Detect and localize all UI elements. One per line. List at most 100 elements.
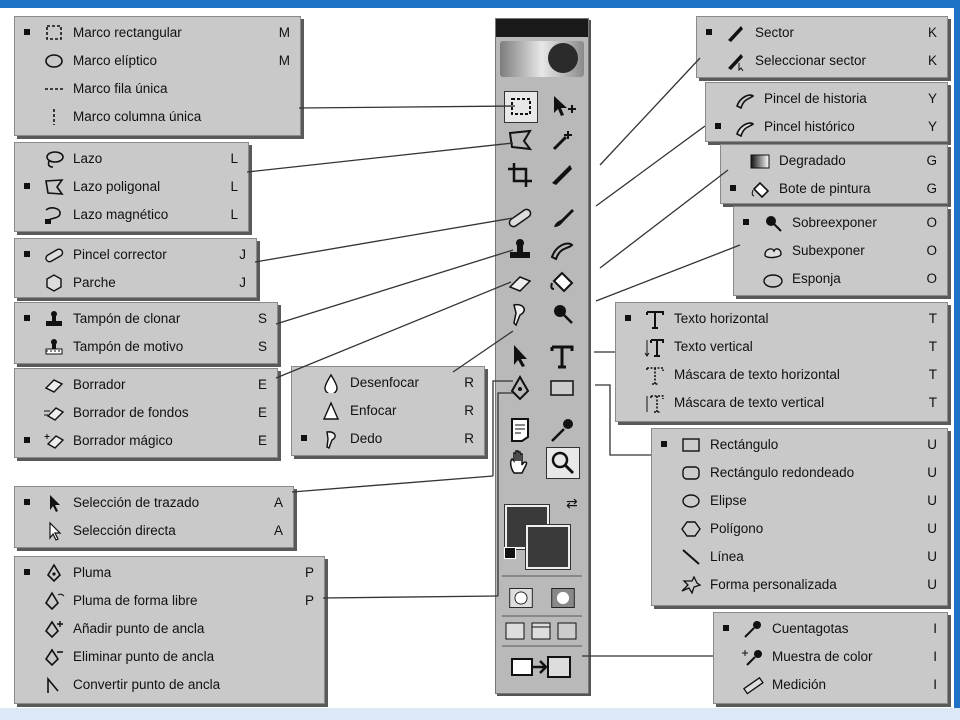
palette-title-bar[interactable] bbox=[496, 19, 588, 37]
dodge-icon bbox=[554, 305, 573, 324]
quick-mask-button[interactable] bbox=[548, 585, 578, 611]
tool-zoom[interactable] bbox=[546, 447, 580, 479]
tool-menu-label: Cuentagotas bbox=[772, 621, 849, 636]
background-color-swatch[interactable] bbox=[525, 524, 571, 570]
palette-logo[interactable] bbox=[500, 41, 584, 77]
tool-stamp[interactable] bbox=[504, 235, 536, 265]
tool-type[interactable] bbox=[546, 341, 578, 371]
tool-hand[interactable] bbox=[504, 447, 536, 477]
tool-slice[interactable] bbox=[546, 159, 578, 189]
tool-notes[interactable] bbox=[504, 415, 536, 445]
tool-eyedropper[interactable] bbox=[546, 415, 578, 445]
tool-menu-label: Rectángulo redondeado bbox=[710, 465, 855, 480]
jump-to-imageready-button[interactable] bbox=[506, 651, 578, 681]
tool-magic-wand[interactable] bbox=[546, 125, 578, 155]
standard-mode-button[interactable] bbox=[506, 585, 536, 611]
tool-menu-label: Eliminar punto de ancla bbox=[73, 649, 215, 664]
horizontal-type-icon bbox=[550, 345, 574, 369]
tool-path-select[interactable] bbox=[504, 341, 536, 371]
tool-eraser[interactable] bbox=[504, 267, 536, 297]
tool-history-brush[interactable] bbox=[546, 235, 578, 265]
tool-shortcut-key: E bbox=[257, 405, 267, 420]
tool-move[interactable] bbox=[546, 91, 578, 121]
frame-bottom-bar bbox=[0, 708, 960, 720]
tool-crop[interactable] bbox=[504, 159, 536, 189]
tool-menu-item[interactable]: Convertir punto de ancla bbox=[15, 671, 324, 699]
tool-menu-item[interactable]: Marco columna única bbox=[15, 103, 300, 131]
tool-marquee[interactable] bbox=[504, 91, 538, 123]
tool-shortcut-key: T bbox=[928, 395, 937, 410]
tool-menu-label: Tampón de clonar bbox=[73, 311, 181, 326]
tool-pen[interactable] bbox=[504, 373, 536, 403]
tool-smudge[interactable] bbox=[504, 299, 536, 329]
burn-icon bbox=[762, 241, 784, 261]
screen-mode-standard[interactable] bbox=[504, 621, 526, 641]
active-tool-bullet bbox=[24, 29, 30, 35]
tool-menu-item[interactable]: Eliminar punto de ancla bbox=[15, 643, 324, 671]
tool-brush[interactable] bbox=[546, 203, 578, 233]
tool-menu-item[interactable]: Marco fila única bbox=[15, 75, 300, 103]
swap-colors-icon[interactable]: ⇄ bbox=[566, 495, 578, 511]
single-row-marquee-icon bbox=[43, 79, 65, 99]
slice-icon bbox=[552, 165, 572, 185]
tool-shortcut-key: O bbox=[926, 243, 937, 258]
tool-shape[interactable] bbox=[546, 373, 578, 403]
freeform-pen-icon bbox=[43, 591, 65, 611]
pen-icon bbox=[43, 563, 65, 583]
rectangle-icon bbox=[550, 380, 574, 396]
screen-mode-full-menu[interactable] bbox=[530, 621, 552, 641]
tool-dodge[interactable] bbox=[546, 299, 578, 329]
tool-healing[interactable] bbox=[504, 203, 536, 233]
tool-lasso[interactable] bbox=[504, 125, 536, 155]
tool-menu-item[interactable]: Añadir punto de ancla bbox=[15, 615, 324, 643]
screen-mode-full[interactable] bbox=[556, 621, 578, 641]
tool-fill[interactable] bbox=[546, 267, 578, 297]
polygon-icon bbox=[680, 519, 702, 539]
default-colors-icon[interactable] bbox=[504, 547, 516, 559]
